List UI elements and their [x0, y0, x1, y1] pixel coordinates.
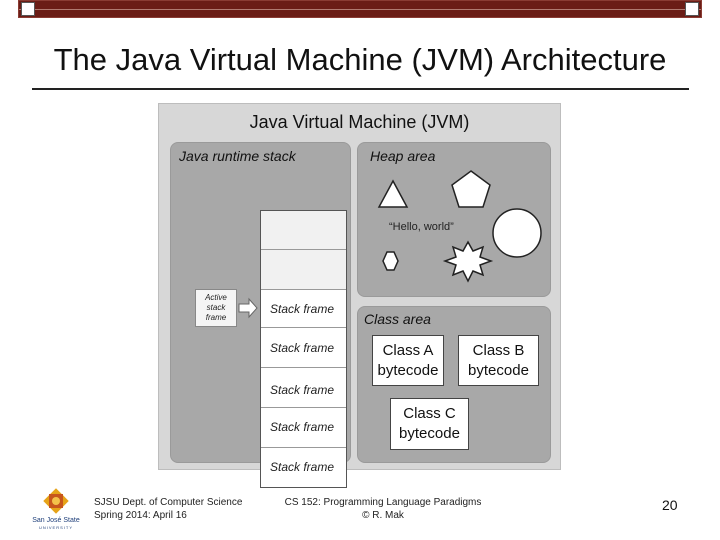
- footer-department: SJSU Dept. of Computer Science Spring 20…: [94, 496, 242, 522]
- runtime-stack: Stack frame Stack frame Stack frame Stac…: [260, 210, 347, 488]
- stack-slot-empty: [261, 211, 346, 250]
- footer-course: CS 152: Programming Language Paradigms ©…: [278, 496, 488, 522]
- class-c-box: Class C bytecode: [390, 398, 469, 450]
- triangle-object-icon: [377, 179, 409, 208]
- circle-object-icon: [492, 208, 542, 258]
- footer-dept-line: SJSU Dept. of Computer Science: [94, 497, 243, 508]
- stack-frame: Stack frame: [261, 368, 346, 408]
- class-name: Class B: [472, 342, 525, 359]
- logo-text: San José State: [32, 517, 80, 524]
- footer-date-line: Spring 2014: April 16: [94, 510, 187, 521]
- title-underline: [32, 88, 689, 90]
- arrow-right-icon: [238, 297, 258, 319]
- class-name: Class A: [382, 342, 434, 359]
- runtime-stack-label: Java runtime stack: [179, 148, 296, 164]
- jvm-diagram: Java Virtual Machine (JVM) Java runtime …: [158, 103, 561, 488]
- stack-frame: Stack frame: [261, 290, 346, 328]
- class-bytecode: bytecode: [377, 362, 439, 379]
- title-bar-line: [19, 9, 701, 10]
- class-a-box: Class A bytecode: [372, 335, 444, 386]
- hexagon-object-icon: [382, 251, 399, 271]
- heap-area-label: Heap area: [370, 148, 436, 164]
- string-object: “Hello, world”: [389, 221, 454, 233]
- heap-objects: [377, 170, 542, 283]
- slide-title: The Java Virtual Machine (JVM) Architect…: [53, 42, 667, 77]
- active-label-line: stack: [206, 303, 226, 312]
- class-name: Class C: [403, 405, 456, 422]
- active-label-line: Active: [205, 293, 227, 302]
- page-number: 20: [662, 497, 678, 513]
- sjsu-seal-icon: [43, 488, 69, 514]
- stack-frame: Stack frame: [270, 460, 335, 474]
- jvm-title: Java Virtual Machine (JVM): [249, 112, 470, 132]
- logo-subtext: UNIVERSITY: [38, 525, 73, 530]
- footer-course-line: CS 152: Programming Language Paradigms: [284, 497, 482, 508]
- class-area-label: Class area: [364, 311, 431, 327]
- footer-author-line: © R. Mak: [362, 510, 404, 521]
- title-bar: [18, 0, 702, 18]
- star-object-icon: [442, 240, 494, 283]
- stack-frame: Stack frame: [261, 408, 346, 448]
- stack-slot-empty: [261, 250, 346, 290]
- heap-area-panel: Heap area “Hello, world”: [357, 142, 551, 297]
- class-bytecode: bytecode: [468, 362, 529, 379]
- right-checkbox-icon: [685, 2, 699, 16]
- stack-frame: Stack frame: [261, 328, 346, 368]
- active-label-line: frame: [205, 313, 227, 322]
- class-b-box: Class B bytecode: [458, 335, 539, 386]
- pentagon-object-icon: [451, 170, 491, 208]
- class-area-panel: Class area Class A bytecode Class B byte…: [357, 306, 551, 463]
- active-stack-frame-label: Active stack frame: [195, 289, 237, 327]
- runtime-stack-panel: Java runtime stack Active stack frame St…: [170, 142, 351, 488]
- sjsu-logo: San José State UNIVERSITY: [30, 487, 82, 530]
- left-checkbox-icon: [21, 2, 35, 16]
- class-bytecode: bytecode: [399, 425, 460, 442]
